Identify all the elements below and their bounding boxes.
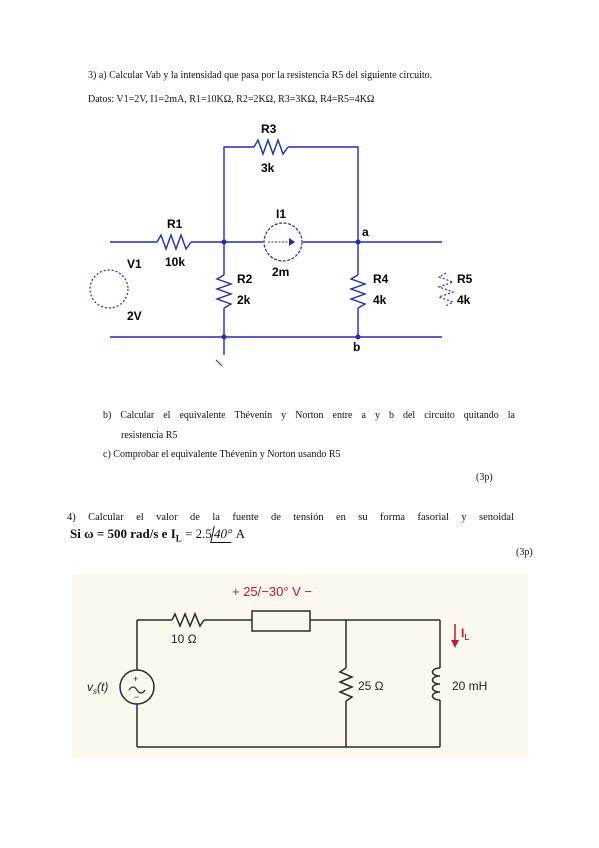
label-r5-name: R5 — [457, 272, 473, 286]
label-inductor: 20 mH — [452, 679, 487, 693]
problem4-statement: 4) Calcular el valor de la fuente de ten… — [67, 512, 514, 523]
current-arrow-head — [289, 238, 295, 246]
label-resistor-10ohm: 10 Ω — [171, 632, 197, 646]
ac-source-plus: + — [133, 674, 138, 684]
label-r2-name: R2 — [237, 272, 253, 286]
node-dot-b — [355, 334, 361, 340]
resistor-r1 — [156, 232, 192, 252]
problem4-condition-sub: L — [175, 533, 182, 544]
circuit-diagram-2: + − + 25/−30° V − 10 Ω 25 Ω 20 mH vs(t) … — [72, 574, 528, 758]
problem3-points: (3p) — [476, 472, 493, 483]
label-i1-name: I1 — [276, 207, 286, 221]
voltage-source-v1 — [89, 269, 129, 309]
element-box — [251, 610, 311, 632]
ac-source-wave — [128, 686, 146, 694]
label-source: vs(t) — [87, 680, 108, 696]
problem4-condition-unit: A — [233, 526, 245, 541]
problem3-heading: 3) a) Calcular Vab y la intensidad que p… — [88, 70, 433, 81]
label-r3-value: 3k — [261, 161, 275, 175]
circuit-diagram-2-drawing: + − + 25/−30° V − 10 Ω 25 Ω 20 mH vs(t) … — [87, 584, 487, 748]
label-r4-value: 4k — [373, 293, 387, 307]
problem3-part-b-line2: resistencia R5 — [121, 430, 178, 441]
resistor-25ohm — [338, 667, 354, 702]
label-node-a: a — [362, 225, 369, 239]
problem3-part-c: c) Comprobar el equivalente Thévenin y N… — [103, 449, 341, 460]
label-resistor-25ohm: 25 Ω — [358, 679, 384, 693]
label-r2-value: 2k — [237, 293, 251, 307]
label-r3-name: R3 — [261, 122, 277, 136]
problem4-points: (3p) — [516, 547, 533, 558]
label-r4-name: R4 — [373, 272, 389, 286]
current-arrow-head — [451, 640, 459, 648]
node-dot-left-bottom — [221, 334, 227, 340]
resistor-r2 — [214, 274, 234, 309]
label-r5-value: 4k — [457, 293, 471, 307]
problem4-condition: Si ω = 500 rad/s e IL = 2.540° A — [70, 526, 245, 547]
resistor-10ohm — [171, 612, 205, 628]
node-dot-left-top — [221, 239, 227, 245]
label-v1-name: V1 — [127, 257, 142, 271]
circuit-diagram-1: R3 3k R1 10k I1 2m V1 2V R2 2k R4 4k R5 … — [89, 122, 473, 367]
node-dot-a — [355, 239, 361, 245]
problem4-angle: 40° — [210, 526, 235, 543]
label-node-b: b — [353, 340, 360, 354]
problem4-condition-main: Si ω = 500 rad/s e I — [70, 526, 176, 541]
label-element-voltage: + 25/−30° V − — [232, 584, 312, 599]
inductor — [431, 667, 441, 701]
label-v1-value: 2V — [127, 309, 142, 323]
label-r1-name: R1 — [167, 217, 183, 231]
resistor-r3 — [253, 137, 289, 157]
ac-source-minus: − — [134, 692, 139, 702]
problem4-condition-eq: = 2.5 — [181, 526, 212, 541]
problem3-part-b-line1: b) Calcular el equivalente Thévenin y No… — [103, 410, 515, 421]
label-current: IL — [461, 626, 469, 642]
label-i1-value: 2m — [272, 265, 289, 279]
resistor-r5 — [437, 272, 455, 307]
wire-r3-right — [288, 146, 359, 242]
wire-r3-loop — [223, 146, 254, 242]
ac-source — [119, 669, 155, 705]
label-r1-value: 10k — [165, 255, 185, 269]
resistor-r4 — [348, 274, 368, 309]
problem3-data: Datos: V1=2V, I1=2mA, R1=10KΩ, R2=2KΩ, R… — [88, 94, 375, 105]
current-source-i1 — [263, 222, 303, 262]
ground-tick — [215, 359, 223, 367]
